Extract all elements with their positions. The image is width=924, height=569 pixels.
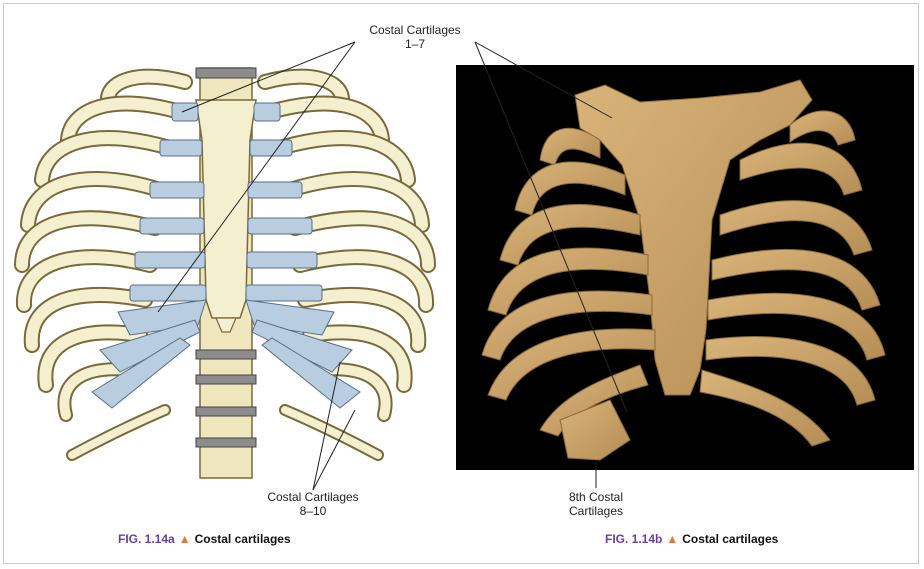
figure-description: Costal cartilages [682, 532, 778, 546]
triangle-icon: ▲ [666, 532, 678, 546]
label-costal-cartilages-8-10: Costal Cartilages 8–10 [253, 490, 373, 518]
figure-number: FIG. 1.14a [118, 532, 175, 546]
label-line: 8–10 [253, 504, 373, 518]
label-8th-costal-cartilages: 8th Costal Cartilages [556, 490, 636, 518]
triangle-icon: ▲ [179, 532, 191, 546]
label-line: Costal Cartilages [355, 23, 475, 37]
figure-number: FIG. 1.14b [605, 532, 662, 546]
label-line: 8th Costal [556, 490, 636, 504]
rib-cage-photo [456, 65, 914, 470]
caption-fig-1-14b: FIG. 1.14b ▲ Costal cartilages [605, 532, 778, 546]
label-costal-cartilages-1-7: Costal Cartilages 1–7 [355, 23, 475, 51]
label-line: Costal Cartilages [253, 490, 373, 504]
label-line: Cartilages [556, 504, 636, 518]
rib-cage-illustration [22, 68, 428, 478]
caption-fig-1-14a: FIG. 1.14a ▲ Costal cartilages [118, 532, 291, 546]
figure-description: Costal cartilages [195, 532, 291, 546]
label-line: 1–7 [355, 37, 475, 51]
